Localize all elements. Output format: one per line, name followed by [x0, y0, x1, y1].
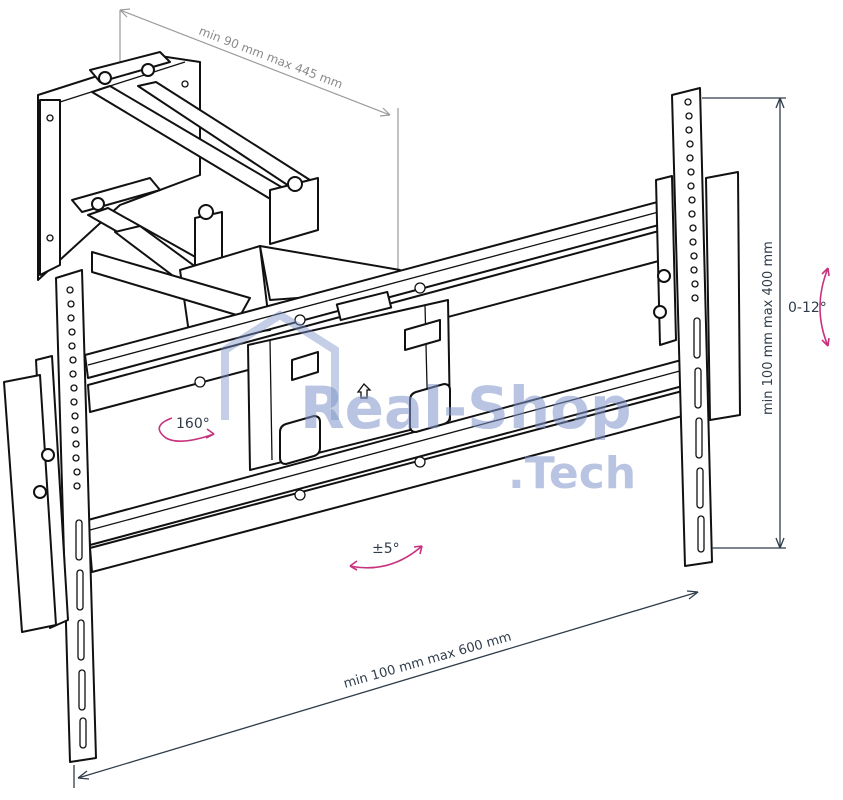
vertical-dimension: min 100 mm max 400 mm — [702, 97, 786, 549]
left-bracket-holes — [66, 286, 81, 490]
vertical-vesa-label: min 100 mm max 400 mm — [761, 241, 776, 415]
horizontal-vesa-label: min 100 mm max 600 mm — [342, 630, 513, 692]
horizontal-rails — [84, 199, 706, 573]
right-bracket-holes — [684, 98, 699, 302]
arm-extension-label: min 90 mm max 445 mm — [197, 24, 345, 92]
right-vertical-bracket — [653, 87, 741, 567]
watermark-line2: .Tech — [508, 448, 636, 499]
tilt-indicator: 0-12° — [788, 267, 830, 347]
level-indicator: ±5° — [349, 541, 423, 571]
swivel-indicator: 160° — [158, 416, 215, 442]
swivel-label: 160° — [176, 416, 210, 432]
tilt-label: 0-12° — [788, 300, 827, 316]
wall-plate — [37, 51, 201, 281]
house-logo-icon — [221, 310, 339, 420]
horizontal-dimension: min 100 mm max 600 mm — [73, 590, 699, 788]
watermark-line1: Real-Shop — [300, 374, 632, 442]
watermark: Real-Shop .Tech — [221, 310, 636, 499]
level-label: ±5° — [372, 541, 400, 557]
left-vertical-bracket — [3, 269, 97, 763]
